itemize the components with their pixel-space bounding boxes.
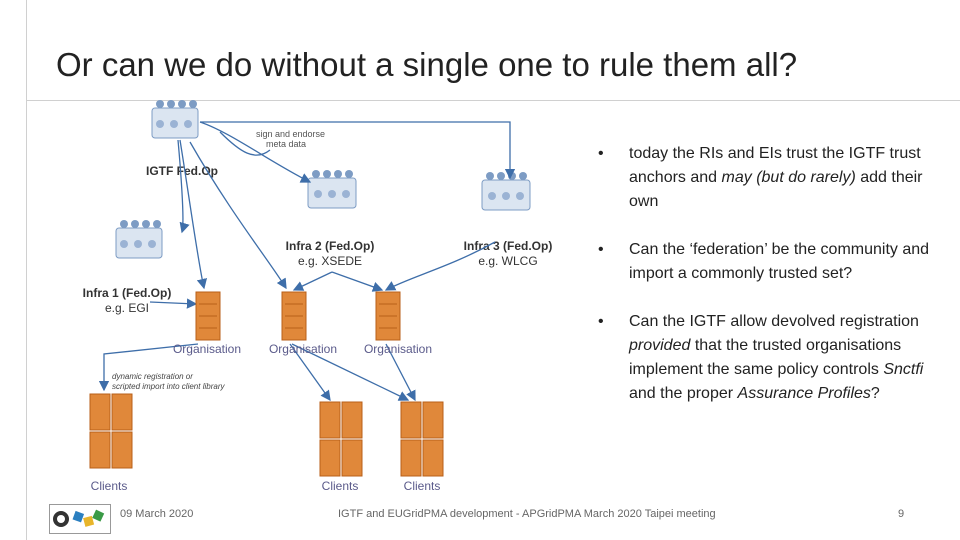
infra2-people-icon — [307, 170, 357, 209]
bullet-item: Can the ‘federation’ be the community an… — [598, 238, 938, 286]
infra3-people-icon — [481, 172, 531, 211]
arrow-igtf-org2 — [189, 141, 287, 290]
federation-label-infra3: Infra 3 (Fed.Op) — [464, 239, 553, 253]
infra1-people-icon — [115, 220, 163, 259]
bullet-item: Can the IGTF allow devolved registration… — [598, 310, 938, 406]
arrow-org2-clients2 — [289, 343, 331, 402]
federation-label-igtf: IGTF Fed.Op — [146, 164, 218, 178]
arrow-igtf-to-infra2 — [199, 121, 312, 183]
organisation-label-1: Organisation — [173, 342, 241, 356]
federation-sub-infra1: e.g. EGI — [105, 301, 149, 315]
footer-page-number: 9 — [898, 508, 905, 520]
arrow-igtf-to-infra1 — [177, 139, 190, 234]
arrow-org2-clients3 — [291, 343, 410, 401]
arrow-org1-clients1 — [98, 343, 199, 392]
footer-meeting: IGTF and EUGridPMA development - APGridP… — [338, 508, 716, 520]
federation-sub-infra3: e.g. WLCG — [478, 254, 537, 268]
slide-title: Or can we do without a single one to rul… — [56, 46, 798, 83]
clients-label-1: Clients — [91, 479, 128, 493]
metadata-annotation-line2: meta data — [266, 139, 306, 149]
arrow-igtf-to-infra3 — [200, 121, 516, 180]
organisation-server-icon-3 — [375, 291, 401, 341]
organisation-label-2: Organisation — [269, 342, 337, 356]
federation-label-infra2: Infra 2 (Fed.Op) — [286, 239, 375, 253]
arrow-infra3-org3 — [384, 241, 496, 291]
clients-label-2: Clients — [322, 479, 359, 493]
metadata-annotation-line1: sign and endorse — [256, 129, 325, 139]
footer-date: 09 March 2020 — [120, 508, 194, 520]
federation-label-infra1: Infra 1 (Fed.Op) — [83, 286, 172, 300]
client-cluster-icon-3 — [400, 401, 444, 477]
arrow-meta-curve — [219, 131, 271, 156]
igtf-people-icon — [151, 100, 199, 139]
arrow-infra2-org3 — [331, 271, 384, 292]
clients-label-3: Clients — [404, 479, 441, 493]
federation-sub-infra2: e.g. XSEDE — [298, 254, 362, 268]
client-cluster-icon-1 — [89, 393, 133, 469]
arrow-igtf-to-org1 — [179, 139, 208, 290]
bullet-item: today the RIs and EIs trust the IGTF tru… — [598, 142, 938, 214]
slide-frame — [26, 0, 960, 540]
organisation-label-3: Organisation — [364, 342, 432, 356]
organisation-server-icon-1 — [195, 291, 221, 341]
dynamic-registration-line2: scripted import into client library — [112, 382, 225, 391]
bullet-list: today the RIs and EIs trust the IGTF tru… — [598, 142, 938, 430]
arrow-org3-clients3 — [385, 343, 416, 402]
arrow-infra2-org2 — [292, 271, 333, 291]
organisation-logo-icon — [49, 504, 111, 534]
title-divider — [26, 100, 960, 101]
organisation-server-icon-2 — [281, 291, 307, 341]
arrow-infra1-org1 — [149, 298, 198, 309]
federation-diagram: IGTF Fed.Op Infra 2 (Fed.Op) e.g. XSEDE … — [83, 100, 553, 493]
client-cluster-icon-2 — [319, 401, 363, 477]
dynamic-registration-line1: dynamic registration or — [112, 372, 193, 381]
